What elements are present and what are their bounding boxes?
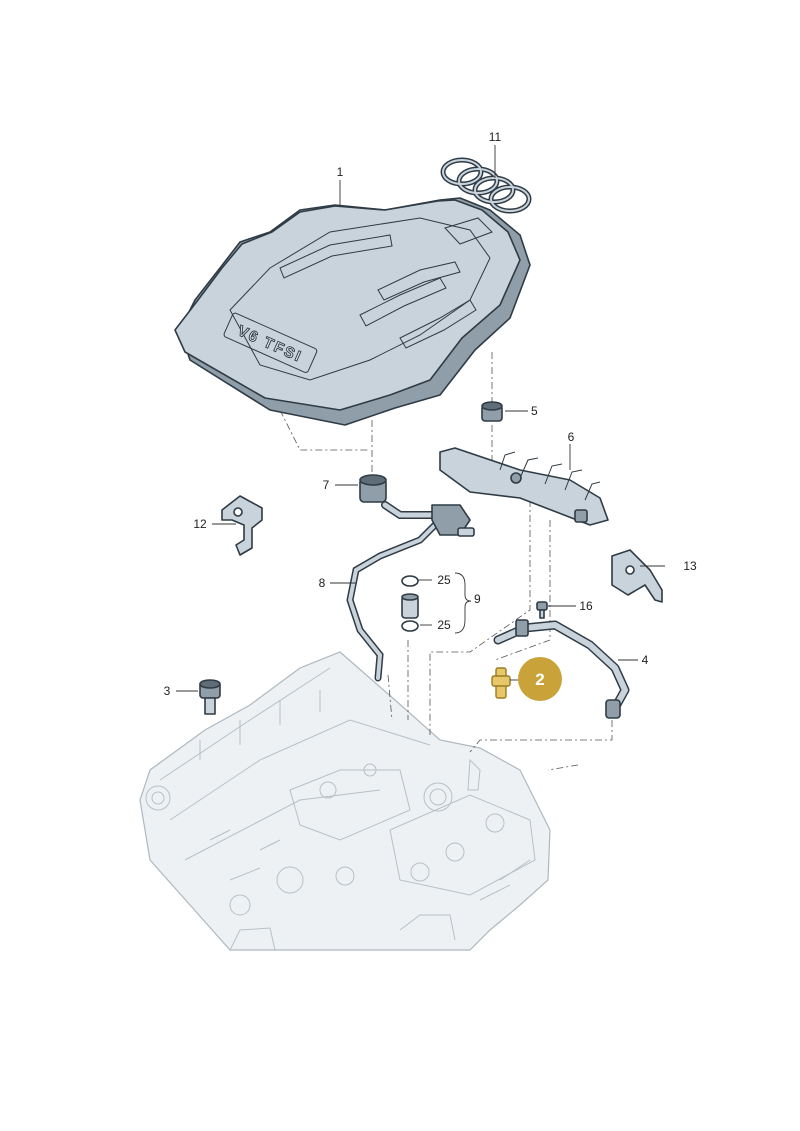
highlight-circle <box>518 657 562 701</box>
highlight-badge: 2 <box>518 657 562 701</box>
callout-13: 13 <box>683 559 697 573</box>
callout-25-lower: 25 <box>437 618 451 632</box>
engine-cover: V6 TFSI <box>174 197 531 426</box>
callout-16: 16 <box>579 599 593 613</box>
callout-2: 2 <box>535 670 544 689</box>
bolt-16 <box>536 601 548 619</box>
bracket-13 <box>611 549 663 603</box>
callout-12: 12 <box>193 517 207 531</box>
callout-8: 8 <box>319 576 326 590</box>
sensor-2 <box>491 667 511 699</box>
rubber-grommet-7 <box>359 474 387 503</box>
callout-9: 9 <box>474 592 481 606</box>
engine-block <box>139 651 551 951</box>
valve-9 <box>401 575 419 632</box>
callout-1: 1 <box>337 165 344 179</box>
callout-7: 7 <box>323 478 330 492</box>
assembly-lines <box>279 352 613 771</box>
bracket-6 <box>439 447 609 526</box>
callout-5: 5 <box>531 404 538 418</box>
bracket-12 <box>221 495 263 556</box>
callout-labels: 1 11 5 6 7 12 13 8 25 25 9 16 4 3 <box>164 130 697 698</box>
callout-11: 11 <box>489 130 502 144</box>
callout-4: 4 <box>642 653 649 667</box>
callout-3: 3 <box>164 684 171 698</box>
leader-lines <box>176 145 665 692</box>
callout-6: 6 <box>568 430 575 444</box>
callout-25-upper: 25 <box>437 573 451 587</box>
pipe-4 <box>493 619 630 719</box>
rubber-grommet-5 <box>481 401 503 422</box>
hose-8 <box>346 501 475 682</box>
screw-3 <box>199 679 221 715</box>
